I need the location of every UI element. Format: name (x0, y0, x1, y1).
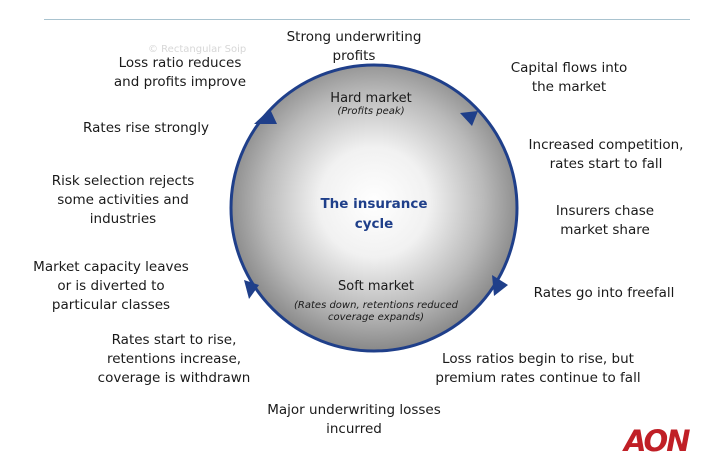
label-capital-flows: Capital flows into the market (510, 60, 628, 95)
label-loss-ratio-reduces: Loss ratio reduces and profits improve (113, 55, 247, 90)
label-strong-underwriting: Strong underwriting profits (286, 29, 422, 64)
soft-market-subtitle-line2: coverage expands) (328, 312, 424, 323)
arrow-top-right (460, 111, 478, 126)
watermark: © Rectangular Soip (148, 44, 247, 55)
label-rates-start-rise: Rates start to rise, retentions increase… (97, 332, 251, 386)
label-loss-ratios-rise: Loss ratios begin to rise, but premium r… (435, 351, 641, 386)
soft-market-title: Soft market (338, 279, 414, 294)
arrow-bottom-left (244, 280, 259, 299)
cycle-disc (229, 63, 519, 353)
soft-market-subtitle-line1: (Rates down, retentions reduced (294, 300, 458, 311)
top-rule (44, 19, 690, 20)
label-major-losses: Major underwriting losses incurred (267, 402, 441, 437)
arrow-top-left (254, 109, 277, 124)
label-rates-rise-strongly: Rates rise strongly (83, 120, 209, 136)
label-increased-competition: Increased competition, rates start to fa… (528, 137, 684, 172)
label-rates-freefall: Rates go into freefall (533, 285, 675, 301)
arrow-right (492, 275, 508, 296)
hard-market-title: Hard market (330, 91, 412, 106)
hard-market: Hard market (Profits peak) (330, 91, 411, 118)
hard-market-subtitle: (Profits peak) (337, 106, 405, 117)
soft-market: Soft market (Rates down, retentions redu… (294, 279, 458, 324)
cycle-title: The insurance cycle (320, 196, 428, 232)
label-capacity-leaves: Market capacity leaves or is diverted to… (33, 259, 189, 313)
label-insurers-chase: Insurers chase market share (555, 203, 655, 238)
aon-logo: AON (624, 424, 690, 458)
label-risk-selection: Risk selection rejects some activities a… (51, 173, 195, 227)
